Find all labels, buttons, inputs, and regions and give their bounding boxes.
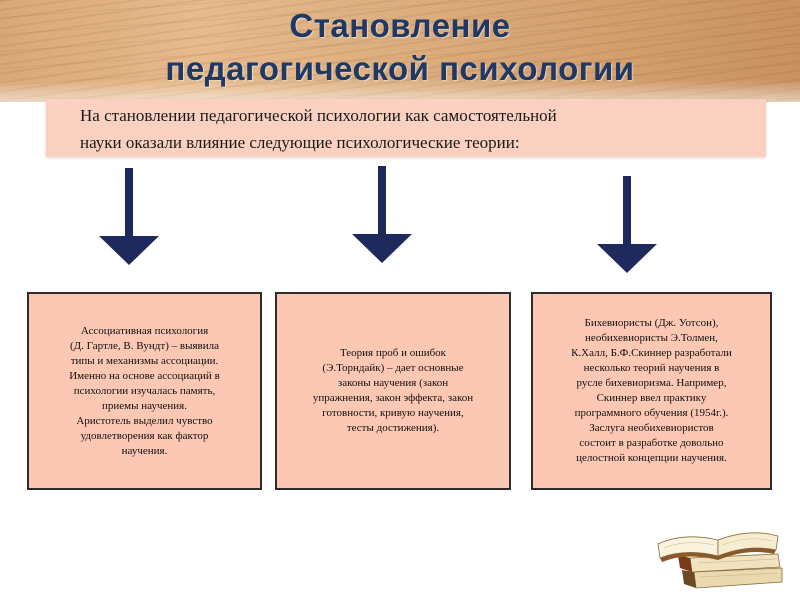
theory-line: удовлетворения как фактор xyxy=(80,429,209,442)
theory-line: Скиннер ввел практику xyxy=(596,392,707,404)
theory-box-behaviorism: Бихевиористы (Дж. Уотсон), необихевиорис… xyxy=(531,292,772,490)
theory-line: состоит в разработке довольно xyxy=(579,437,724,449)
theory-box-trial-and-error: Теория проб и ошибок (Э.Торндайк) – дает… xyxy=(275,292,511,490)
theory-line: Бихевиористы (Дж. Уотсон), xyxy=(584,317,719,329)
theory-line: Именно на основе ассоциаций в xyxy=(69,369,220,382)
theory-line: несколько теорий научения в xyxy=(583,362,720,374)
theory-line: законы научения (закон xyxy=(337,377,449,389)
theory-line: упражнения, закон эффекта, закон xyxy=(312,392,474,404)
theory-line: русле бихевиоризма. Например, xyxy=(576,377,727,389)
theory-text-trial-and-error: Теория проб и ошибок (Э.Торндайк) – дает… xyxy=(305,346,481,436)
theory-line: тесты достижения). xyxy=(346,422,440,434)
theory-line: психологии изучалась память, xyxy=(73,384,216,397)
slide-title-line1: Становление xyxy=(289,7,511,44)
intro-text-line1: На становлении педагогической психологии… xyxy=(80,106,557,125)
theory-line: приемы научения. xyxy=(102,399,187,412)
intro-text-line2: науки оказали влияние следующие психолог… xyxy=(80,133,520,152)
theory-line: (Д. Гартле, В. Вундт) – выявила xyxy=(70,339,219,352)
intro-banner xyxy=(46,99,766,157)
theory-text-associative: Ассоциативная психология (Д. Гартле, В. … xyxy=(61,324,228,459)
theory-line: Заслуга необихевиористов xyxy=(589,422,714,434)
slide-title-line2: педагогической психологии xyxy=(165,50,635,87)
theory-line: необихевиористы Э.Толмен, xyxy=(585,332,718,344)
theory-line: типы и механизмы ассоциации. xyxy=(70,354,219,367)
theory-line: Ассоциативная психология xyxy=(80,324,209,337)
arrow-down-icon xyxy=(597,176,657,273)
theory-line: (Э.Торндайк) – дает основные xyxy=(322,362,464,374)
theory-line: К.Халл, Б.Ф.Скиннер разработали xyxy=(571,347,732,359)
theory-line: программного обучения (1954г.). xyxy=(574,407,729,419)
theory-text-behaviorism: Бихевиористы (Дж. Уотсон), необихевиорис… xyxy=(563,316,740,466)
theory-box-associative: Ассоциативная психология (Д. Гартле, В. … xyxy=(27,292,262,490)
theory-line: Теория проб и ошибок xyxy=(339,347,447,359)
book-stack-icon xyxy=(657,532,783,589)
theory-line: целостной концепции научения. xyxy=(576,452,727,464)
arrow-down-icon xyxy=(99,168,159,265)
theory-line: готовности, кривую научения, xyxy=(322,407,464,419)
theory-line: научения. xyxy=(121,444,168,457)
arrow-down-icon xyxy=(352,166,412,263)
theory-line: Аристотель выделил чувство xyxy=(76,414,213,427)
